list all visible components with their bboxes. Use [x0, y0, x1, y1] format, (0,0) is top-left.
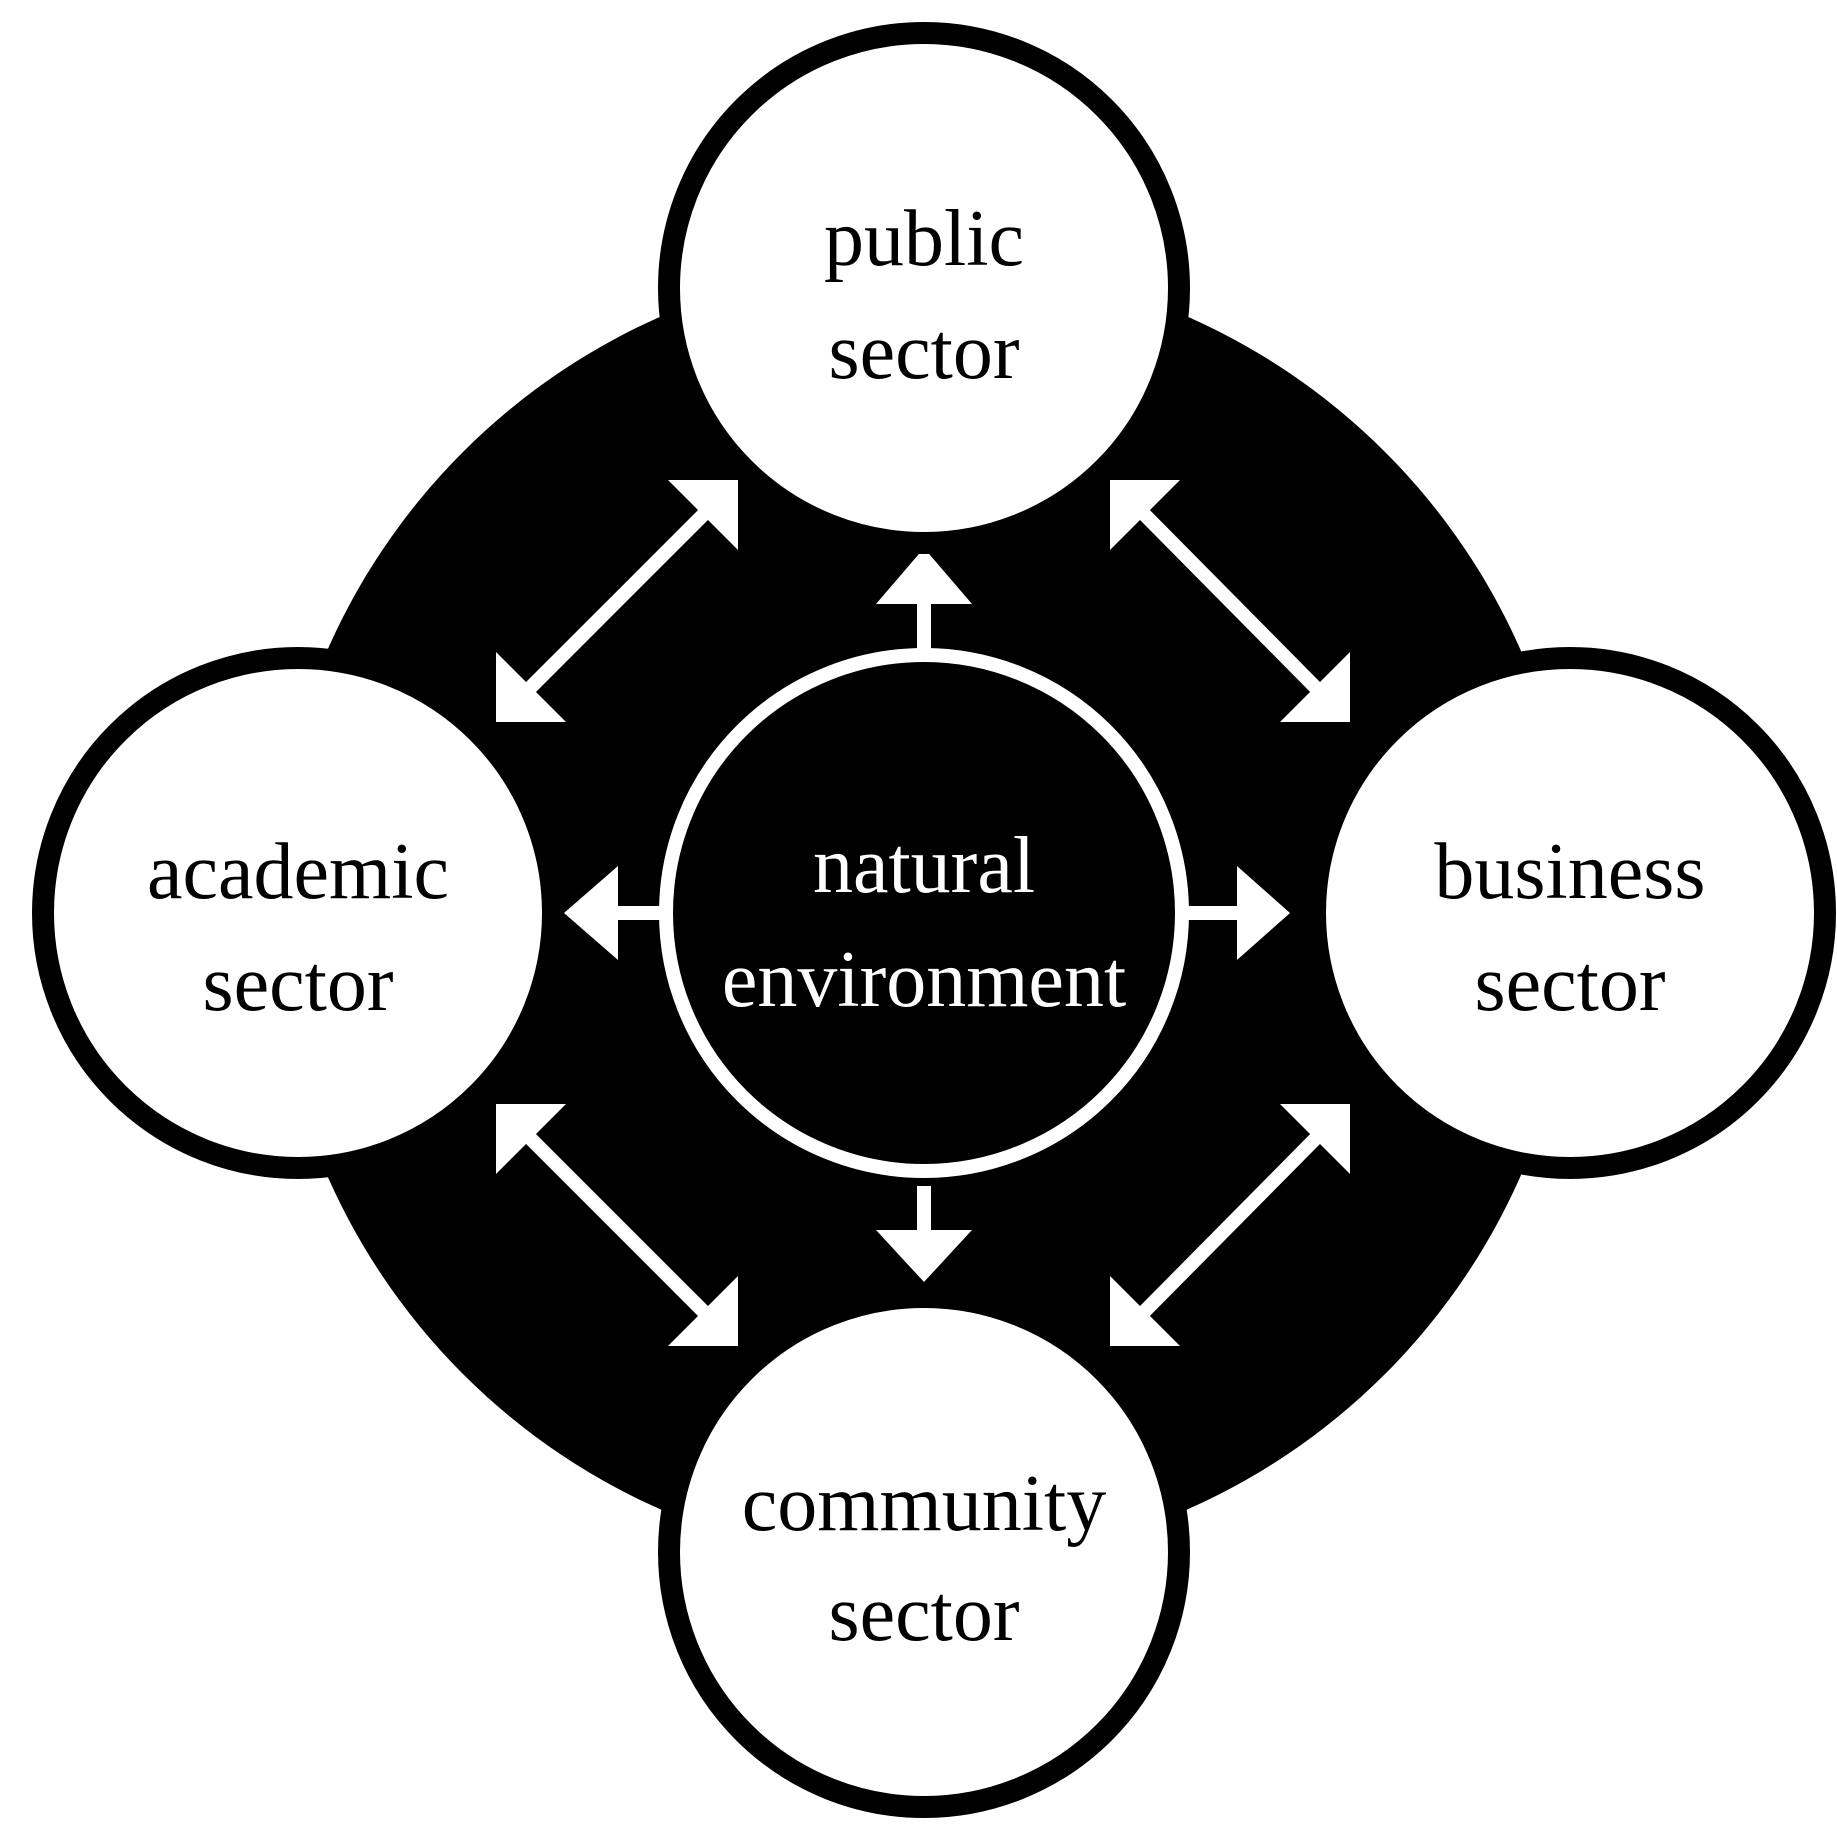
- arrow-business-community: [1110, 1104, 1350, 1346]
- business-sector-circle: [1304, 647, 1836, 1179]
- arrow-academic-community: [496, 1104, 738, 1346]
- node-academic-sector: academic sector: [32, 647, 564, 1179]
- node-business-sector: business sector: [1304, 647, 1836, 1179]
- center-label-line1: natural: [813, 822, 1035, 910]
- arrow-public-business: [1110, 480, 1350, 722]
- arrow-center-to-community: [876, 1186, 972, 1282]
- public-sector-label-line2: sector: [828, 308, 1019, 396]
- academic-sector-label-line2: sector: [202, 940, 393, 1028]
- arrow-center-to-business: [1180, 866, 1290, 960]
- node-public-sector: public sector: [658, 22, 1190, 554]
- arrow-center-to-academic: [564, 866, 668, 960]
- community-sector-label-line1: community: [742, 1460, 1106, 1548]
- business-sector-label-line2: sector: [1474, 940, 1665, 1028]
- public-sector-label-line1: public: [824, 195, 1024, 283]
- arrow-public-academic: [496, 480, 738, 722]
- center-node-natural-environment: natural environment: [659, 648, 1189, 1178]
- community-sector-circle: [658, 1286, 1190, 1818]
- center-node-circle: [659, 648, 1189, 1178]
- academic-sector-label-line1: academic: [147, 828, 449, 916]
- arrow-center-to-public: [876, 548, 972, 664]
- node-community-sector: community sector: [658, 1286, 1190, 1818]
- public-sector-circle: [658, 22, 1190, 554]
- center-label-line2: environment: [722, 936, 1126, 1024]
- business-sector-label-line1: business: [1434, 828, 1705, 916]
- academic-sector-circle: [32, 647, 564, 1179]
- community-sector-label-line2: sector: [828, 1570, 1019, 1658]
